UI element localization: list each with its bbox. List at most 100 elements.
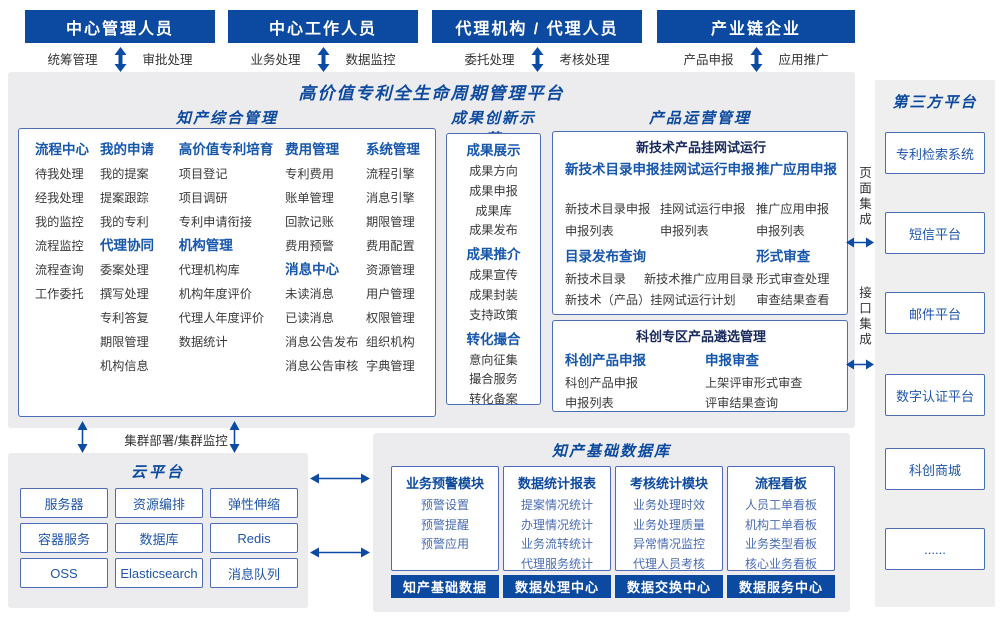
menu-item: 评审结果查询 [705,396,779,410]
menu-column: 系统管理流程引擎消息引擎期限管理费用配置资源管理用户管理权限管理组织机构字典管理 [366,138,427,416]
ip-base-database-panel: 知产基础数据库 业务预警模块预警设置预警提醒预警应用知产基础数据数据统计报表提案… [373,433,850,612]
menu-column: 费用管理专利费用账单管理回款记账费用预警消息中心未读消息已读消息消息公告发布消息… [285,138,366,416]
sub-box-columns: 新技术目录申报新技术目录申报申报列表挂网试运行申报挂网试运行申报申报列表推广应用… [565,160,837,242]
third-party-panel: 第三方平台 专利检索系统短信平台邮件平台数字认证平台科创商城...... [875,80,995,607]
menu-item: 组织机构 [365,335,415,349]
menu-group-header: 成果展示 [466,143,521,158]
menu-group-header: 推广应用申报 [756,162,837,177]
menu-group-header: 形式审查 [756,249,811,264]
module-item: 预警应用 [420,537,469,551]
menu-item: 新技术推广应用目录 [643,272,754,286]
double-arrow-vertical-icon [317,47,329,72]
module-header: 流程看板 [754,476,807,491]
menu-item: 委案处理 [100,263,149,277]
module-item: 异常情况监控 [632,537,705,551]
actor-role-label: 考核处理 [559,53,610,67]
menu-item: 回款记账 [285,215,334,229]
sub-box-bottom-row: 目录发布查询 新技术目录 新技术推广应用目录新技术（产品）挂网试运行计划 形式审查… [565,245,837,311]
module-header: 考核统计模块 [629,476,708,491]
actor-role-label: 统筹管理 [47,53,98,67]
menu-item: 机构年度评价 [178,287,252,301]
menu-item-row: 新技术（产品）挂网试运行计划 [565,290,756,311]
double-arrow-horizontal-icon [310,473,370,484]
module-item: 人员工单看板 [744,498,817,512]
actor-group-center-managers: 中心管理人员 统筹管理 审批处理 [25,10,215,72]
catalog-publish-query-group: 目录发布查询 新技术目录 新技术推广应用目录新技术（产品）挂网试运行计划 [565,245,756,311]
menu-group-header: 费用管理 [285,142,340,157]
menu-item: 审查结果查看 [756,293,830,307]
menu-item: 挂网试运行申报 [660,202,746,216]
double-arrow-vertical-icon [229,421,240,453]
module-item: 代理人员考核 [632,556,705,571]
cloud-service-box: 资源编排 [115,488,203,518]
menu-column: 我的申请我的提案提案跟踪我的专利代理协同委案处理撰写处理专利答复期限管理机构信息 [100,138,179,416]
module-item: 机构工单看板 [744,517,817,532]
module-item: 业务类型看板 [744,537,817,551]
cluster-deploy-monitor-label: 集群部署/集群监控 [124,434,228,448]
menu-group-header: 目录发布查询 [565,249,646,264]
menu-item: 代理机构库 [178,263,240,277]
menu-column: 高价值专利培育项目登记项目调研专利申请衔接机构管理代理机构库机构年度评价代理人年… [179,138,285,416]
menu-column: 挂网试运行申报挂网试运行申报申报列表 [660,160,756,242]
actor-group-center-staff: 中心工作人员 业务处理 数据监控 [228,10,418,72]
module-item: 代理服务统计 [520,556,593,571]
menu-item: 账单管理 [285,191,334,205]
menu-item: 资源管理 [365,263,415,277]
achievement-box: 成果展示成果方向成果申报成果库成果发布成果推介成果宣传成果封装支持政策转化撮合意… [446,133,541,406]
platform-panel: 高价值专利全生命周期管理平台 知产综合管理 流程中心待我处理经我处理我的监控流程… [8,72,855,428]
menu-group-header: 代理协同 [100,238,154,253]
ip-management-box: 流程中心待我处理经我处理我的监控流程监控流程查询工作委托我的申请我的提案提案跟踪… [18,128,436,417]
double-arrow-horizontal-icon [846,359,874,370]
database-center-bar: 数据服务中心 [727,575,835,598]
page-integration-label: 页面集成 [857,166,871,228]
menu-group-header: 转化撮合 [466,331,521,347]
menu-item: 新技术目录 [565,272,626,286]
module-item: 核心业务看板 [744,556,817,571]
menu-item: 撮合服务 [469,372,518,387]
double-arrow-horizontal-icon [310,547,370,558]
platform-title: 高价值专利全生命周期管理平台 [298,84,565,103]
menu-item: 消息公告发布 [285,335,359,349]
menu-item: 代理人年度评价 [178,311,265,325]
menu-item: 成果库 [475,203,512,218]
menu-column: 新技术目录申报新技术目录申报申报列表 [565,160,660,242]
menu-item: 成果方向 [469,164,518,178]
menu-item: 我的提案 [100,167,149,181]
database-center-bar: 数据处理中心 [503,575,611,598]
sub-box-title: 科创专区产品遴选管理 [635,329,766,344]
database-module: 数据统计报表提案情况统计办理情况统计业务流转统计代理服务统计数据处理中心 [503,466,611,598]
module-item: 业务流转统计 [520,537,593,551]
menu-item: 已读消息 [285,311,334,325]
third-party-box: 邮件平台 [885,292,985,334]
new-tech-trial-box: 新技术产品挂网试运行 新技术目录申报新技术目录申报申报列表挂网试运行申报挂网试运… [552,131,848,315]
ip-base-database-title: 知产基础数据库 [551,443,671,460]
database-module: 流程看板人员工单看板机构工单看板业务类型看板核心业务看板数据服务中心 [727,466,835,598]
module-header: 数据统计报表 [517,476,596,491]
sub-box-title: 新技术产品挂网试运行 [635,140,766,155]
formal-review-group: 形式审查 形式审查处理审查结果查看 [756,245,837,311]
database-module-card: 业务预警模块预警设置预警提醒预警应用 [391,466,499,571]
actor-role-label: 应用推广 [778,53,829,67]
actor-role-label: 审批处理 [142,53,193,67]
third-party-box: 短信平台 [885,212,985,254]
menu-group-header: 新技术目录申报 [565,162,660,177]
third-party-title: 第三方平台 [892,94,978,111]
actor-links: 产品申报 应用推广 [657,47,855,72]
menu-item-row: 新技术目录 新技术推广应用目录 [565,269,756,290]
menu-group-header: 科创产品申报 [565,353,646,368]
cloud-service-box: 数据库 [115,523,203,553]
cloud-service-box: 服务器 [20,488,108,518]
menu-group-header: 成果推介 [466,247,521,263]
menu-item: 权限管理 [365,311,415,325]
cloud-service-box: Redis [210,523,298,553]
menu-item: 流程查询 [35,263,84,277]
section-title-product-ops: 产品运营管理 [648,110,751,127]
menu-item: 申报列表 [565,224,614,238]
actor-bar-title: 中心工作人员 [228,10,418,43]
menu-item: 用户管理 [365,287,415,301]
menu-group-header: 申报审查 [705,353,759,368]
third-party-box: 专利检索系统 [885,132,985,174]
module-header: 业务预警模块 [405,476,484,491]
double-arrow-horizontal-icon [846,237,874,248]
